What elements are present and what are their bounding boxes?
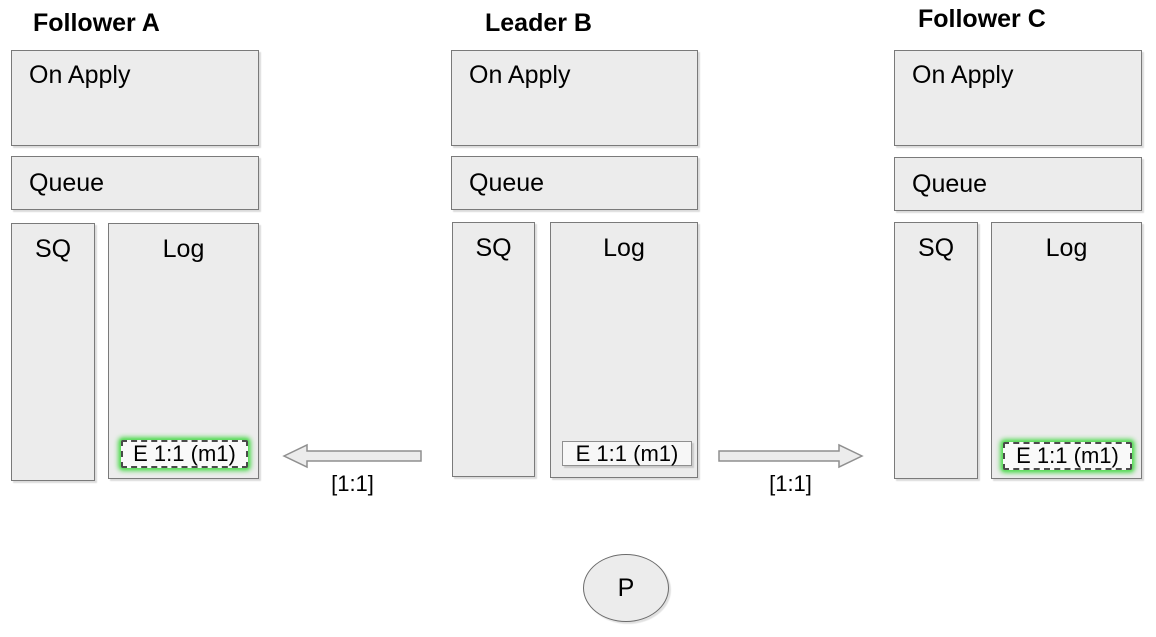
log-label: Log xyxy=(162,235,205,263)
log-box-follower-a: Log xyxy=(108,223,259,479)
queue-box-follower-c: Queue xyxy=(894,157,1142,211)
log-entry-follower-c: E 1:1 (m1) xyxy=(1003,442,1132,470)
log-entry-follower-a: E 1:1 (m1) xyxy=(121,440,248,468)
replication-arrow-right-label: [1:1] xyxy=(769,471,812,496)
on-apply-box-follower-c: On Apply xyxy=(894,50,1142,146)
queue-box-leader-b: Queue xyxy=(451,156,698,210)
proposer-label: P xyxy=(617,573,635,602)
replication-arrow-left-icon xyxy=(282,443,422,469)
on-apply-label: On Apply xyxy=(912,61,1014,89)
sq-box-follower-a: SQ xyxy=(11,223,95,481)
log-label: Log xyxy=(603,234,645,262)
on-apply-box-leader-b: On Apply xyxy=(451,50,698,146)
sq-box-follower-c: SQ xyxy=(894,222,978,479)
sq-label: SQ xyxy=(475,234,512,262)
queue-label: Queue xyxy=(469,168,545,197)
node-title-leader-b: Leader B xyxy=(485,9,592,37)
on-apply-label: On Apply xyxy=(29,61,131,89)
on-apply-box-follower-a: On Apply xyxy=(11,50,259,146)
log-entry-leader-b: E 1:1 (m1) xyxy=(562,441,692,466)
log-box-leader-b: Log xyxy=(550,222,698,478)
queue-box-follower-a: Queue xyxy=(11,156,259,210)
node-title-follower-a: Follower A xyxy=(33,9,160,37)
queue-label: Queue xyxy=(29,168,105,197)
sq-label: SQ xyxy=(917,234,955,262)
sq-box-leader-b: SQ xyxy=(452,222,535,477)
replication-arrow-left-label: [1:1] xyxy=(331,471,374,496)
log-box-follower-c: Log xyxy=(991,222,1142,479)
node-title-follower-c: Follower C xyxy=(918,5,1046,33)
replication-arrow-right-icon xyxy=(718,443,864,469)
queue-label: Queue xyxy=(912,169,988,198)
log-label: Log xyxy=(1045,234,1088,262)
proposer-node: P xyxy=(583,554,669,622)
sq-label: SQ xyxy=(34,235,72,263)
on-apply-label: On Apply xyxy=(469,61,571,89)
